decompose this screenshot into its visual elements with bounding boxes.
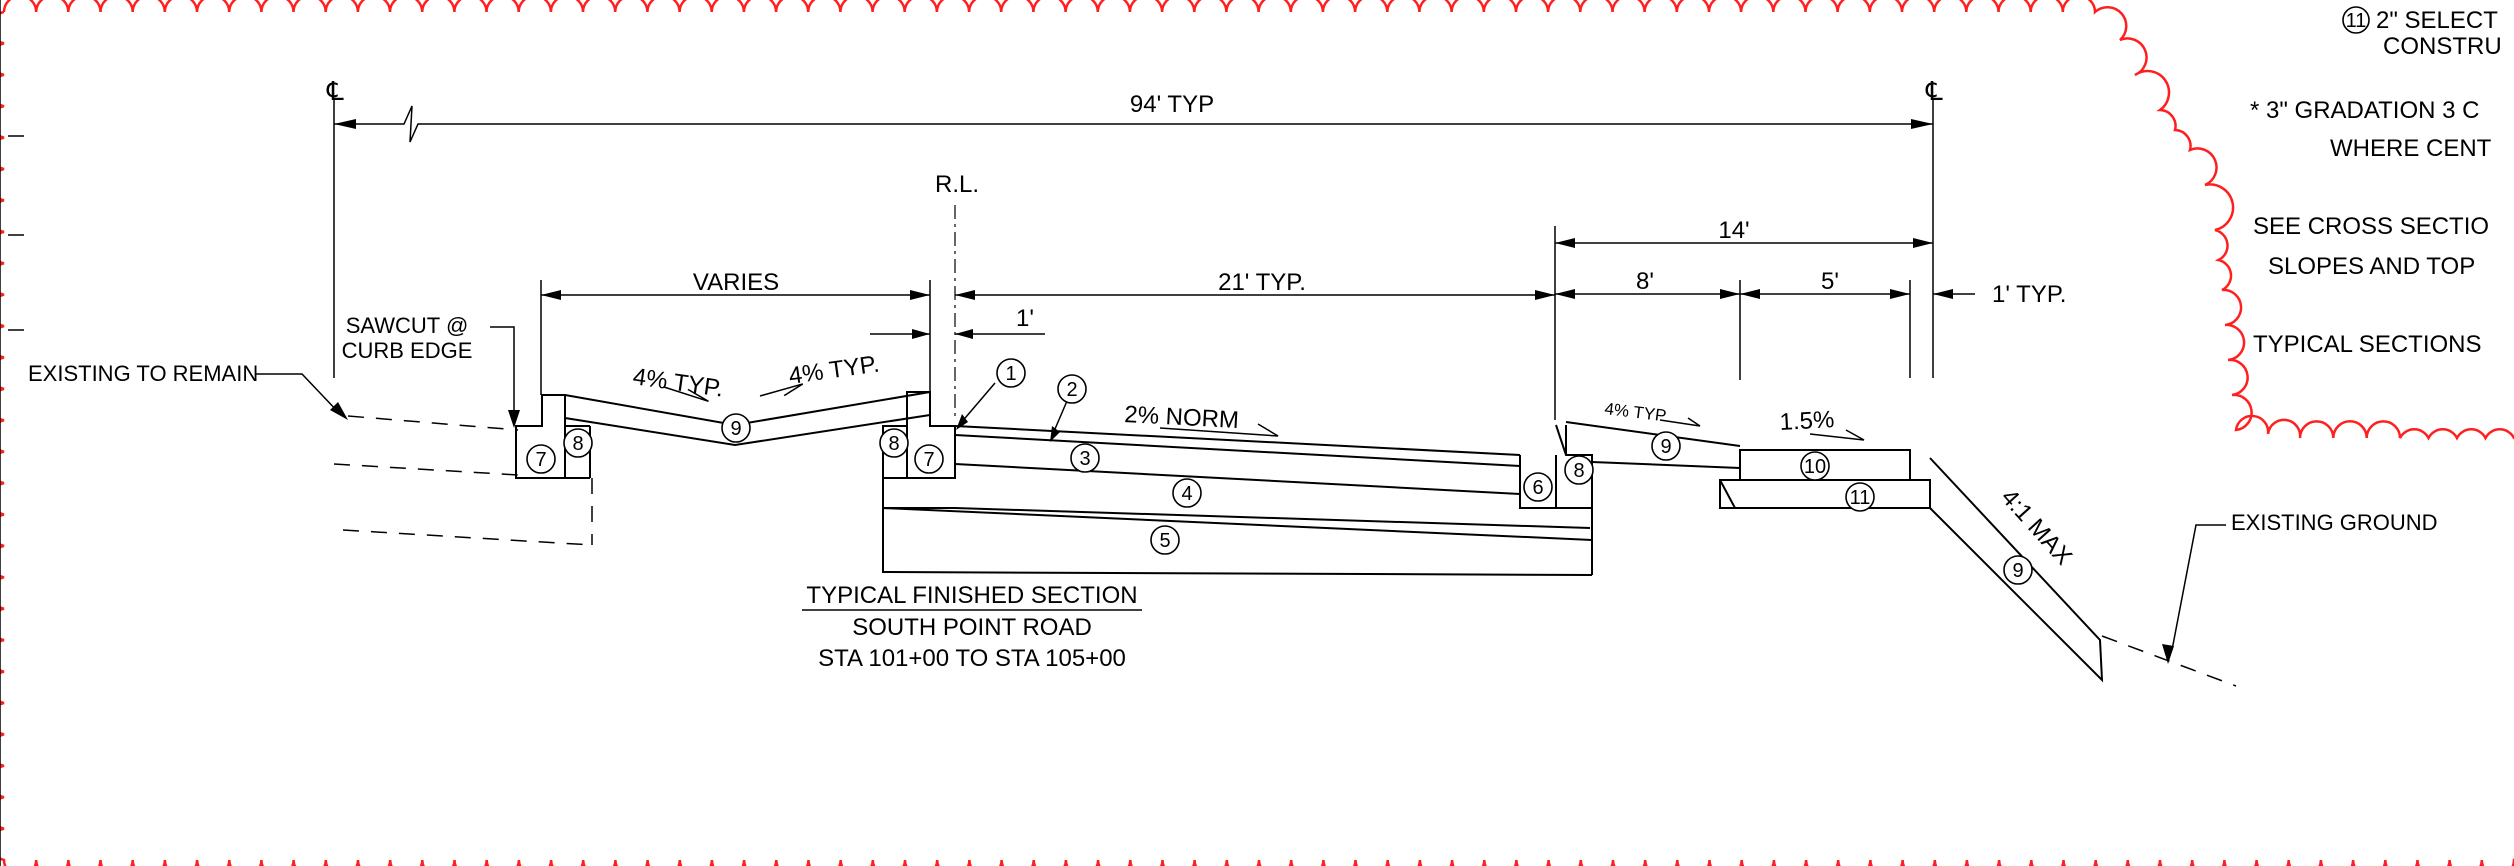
svg-text:4: 4	[1181, 483, 1192, 505]
svg-text:10: 10	[1804, 456, 1826, 478]
roadway-section	[882, 425, 1593, 576]
callout-3: 3	[1070, 443, 1100, 473]
slope-path: 1.5%	[1779, 406, 1835, 436]
dimension-one-ft: 1'	[870, 305, 1045, 339]
callout-10: 10	[1800, 451, 1830, 481]
svg-text:3: 3	[1079, 448, 1090, 470]
section-title-line2: SOUTH POINT ROAD	[852, 614, 1092, 641]
note-11-line2: CONSTRU	[2383, 33, 2502, 60]
callout-5: 5	[1150, 525, 1180, 555]
svg-text:9: 9	[1660, 436, 1671, 458]
slope-median-left: 4% TYP.	[631, 363, 725, 402]
dim-1ft: 1'	[1016, 305, 1034, 332]
dim-94-typ: 94' TYP	[1130, 91, 1214, 118]
existing-to-remain-label: EXISTING TO REMAIN	[28, 361, 258, 386]
callout-8-right: 8	[1564, 455, 1594, 485]
existing-ground-label: EXISTING GROUND	[2231, 510, 2438, 535]
note-typ: TYPICAL SECTIONS	[2253, 331, 2482, 358]
svg-text:9: 9	[730, 418, 741, 440]
callout-9-shoulder: 9	[1651, 431, 1681, 461]
existing-lines-left: EXISTING TO REMAIN	[28, 361, 593, 546]
svg-text:2: 2	[1066, 379, 1077, 401]
callout-8-left: 8	[563, 428, 593, 458]
rl-centerline: R.L.	[935, 171, 979, 420]
dimension-varies: VARIES	[540, 269, 931, 395]
dim-8ft: 8'	[1636, 268, 1654, 295]
note-star-line1: * 3" GRADATION 3 C	[2250, 97, 2479, 124]
slope-labels: 4% TYP. 4% TYP. 2% NORM 4% TYP 1.5% 4:1 …	[631, 351, 2077, 571]
pl-right-symbol: ℄	[1925, 76, 1943, 106]
dim-14ft: 14'	[1718, 217, 1749, 244]
slope-walk: 4% TYP	[1604, 399, 1668, 425]
section-title-line3: STA 101+00 TO STA 105+00	[818, 645, 1126, 672]
general-notes: 11 2" SELECT CONSTRU * 3" GRADATION 3 C …	[2250, 6, 2502, 358]
svg-text:7: 7	[535, 449, 546, 471]
section-title-line1: TYPICAL FINISHED SECTION	[806, 582, 1137, 609]
svg-text:9: 9	[2012, 560, 2023, 582]
dimension-lane: 21' TYP.	[955, 269, 1555, 300]
callout-8-mid: 8	[879, 428, 909, 458]
note-see-line2: SLOPES AND TOP	[2268, 253, 2475, 280]
svg-text:5: 5	[1159, 530, 1170, 552]
callout-bubbles: 1 2 3 4 5 6 7 7 8 8 8 9 9 9 10 11	[526, 358, 2033, 585]
sheet-border-ticks	[0, 0, 24, 866]
callout-11: 11	[1845, 482, 1875, 512]
svg-text:8: 8	[572, 433, 583, 455]
note-star-line2: WHERE CENT	[2330, 135, 2492, 162]
sawcut-label-2: CURB EDGE	[342, 338, 473, 363]
svg-text:7: 7	[923, 449, 934, 471]
shoulder-curb	[1519, 424, 1593, 509]
callout-9-median: 9	[721, 413, 751, 443]
dim-varies: VARIES	[693, 269, 779, 296]
section-title: TYPICAL FINISHED SECTION SOUTH POINT ROA…	[802, 582, 1142, 672]
callout-4: 4	[1172, 478, 1202, 508]
path-section	[1719, 449, 1931, 509]
callout-9-embankment: 9	[2003, 555, 2033, 585]
embankment: EXISTING GROUND	[1929, 457, 2438, 687]
svg-text:6: 6	[1532, 477, 1543, 499]
svg-text:11: 11	[1850, 487, 1871, 509]
svg-text:1: 1	[1005, 363, 1016, 385]
note-see-line1: SEE CROSS SECTIO	[2253, 213, 2489, 240]
note-11-bubble: 11	[2342, 6, 2370, 34]
dim-21-typ: 21' TYP.	[1218, 269, 1306, 296]
note-11-line1: 2" SELECT	[2376, 7, 2498, 34]
callout-1: 1	[996, 358, 1026, 388]
sawcut-label-1: SAWCUT @	[346, 313, 469, 338]
rl-label: R.L.	[935, 171, 979, 198]
svg-text:11: 11	[2346, 10, 2367, 32]
callout-2: 2	[1057, 374, 1087, 404]
dim-1ft-typ: 1' TYP.	[1992, 281, 2066, 308]
dimension-shoulder: 14' 8' 5' 1' TYP.	[1554, 217, 2066, 420]
svg-text:8: 8	[888, 433, 899, 455]
svg-text:8: 8	[1573, 460, 1584, 482]
slope-norm: 2% NORM	[1124, 401, 1240, 434]
callout-6: 6	[1523, 472, 1553, 502]
dim-5ft: 5'	[1821, 268, 1839, 295]
shoulder-slope	[1565, 421, 1741, 469]
slope-embankment: 4:1 MAX	[1996, 484, 2078, 570]
sawcut-callout: SAWCUT @ CURB EDGE	[342, 313, 520, 428]
pl-left-symbol: ℄	[326, 76, 344, 106]
dimension-overall: 94' TYP ℄ ℄	[326, 76, 1943, 378]
callout-7-right: 7	[914, 444, 944, 474]
callout-7-left: 7	[526, 444, 556, 474]
